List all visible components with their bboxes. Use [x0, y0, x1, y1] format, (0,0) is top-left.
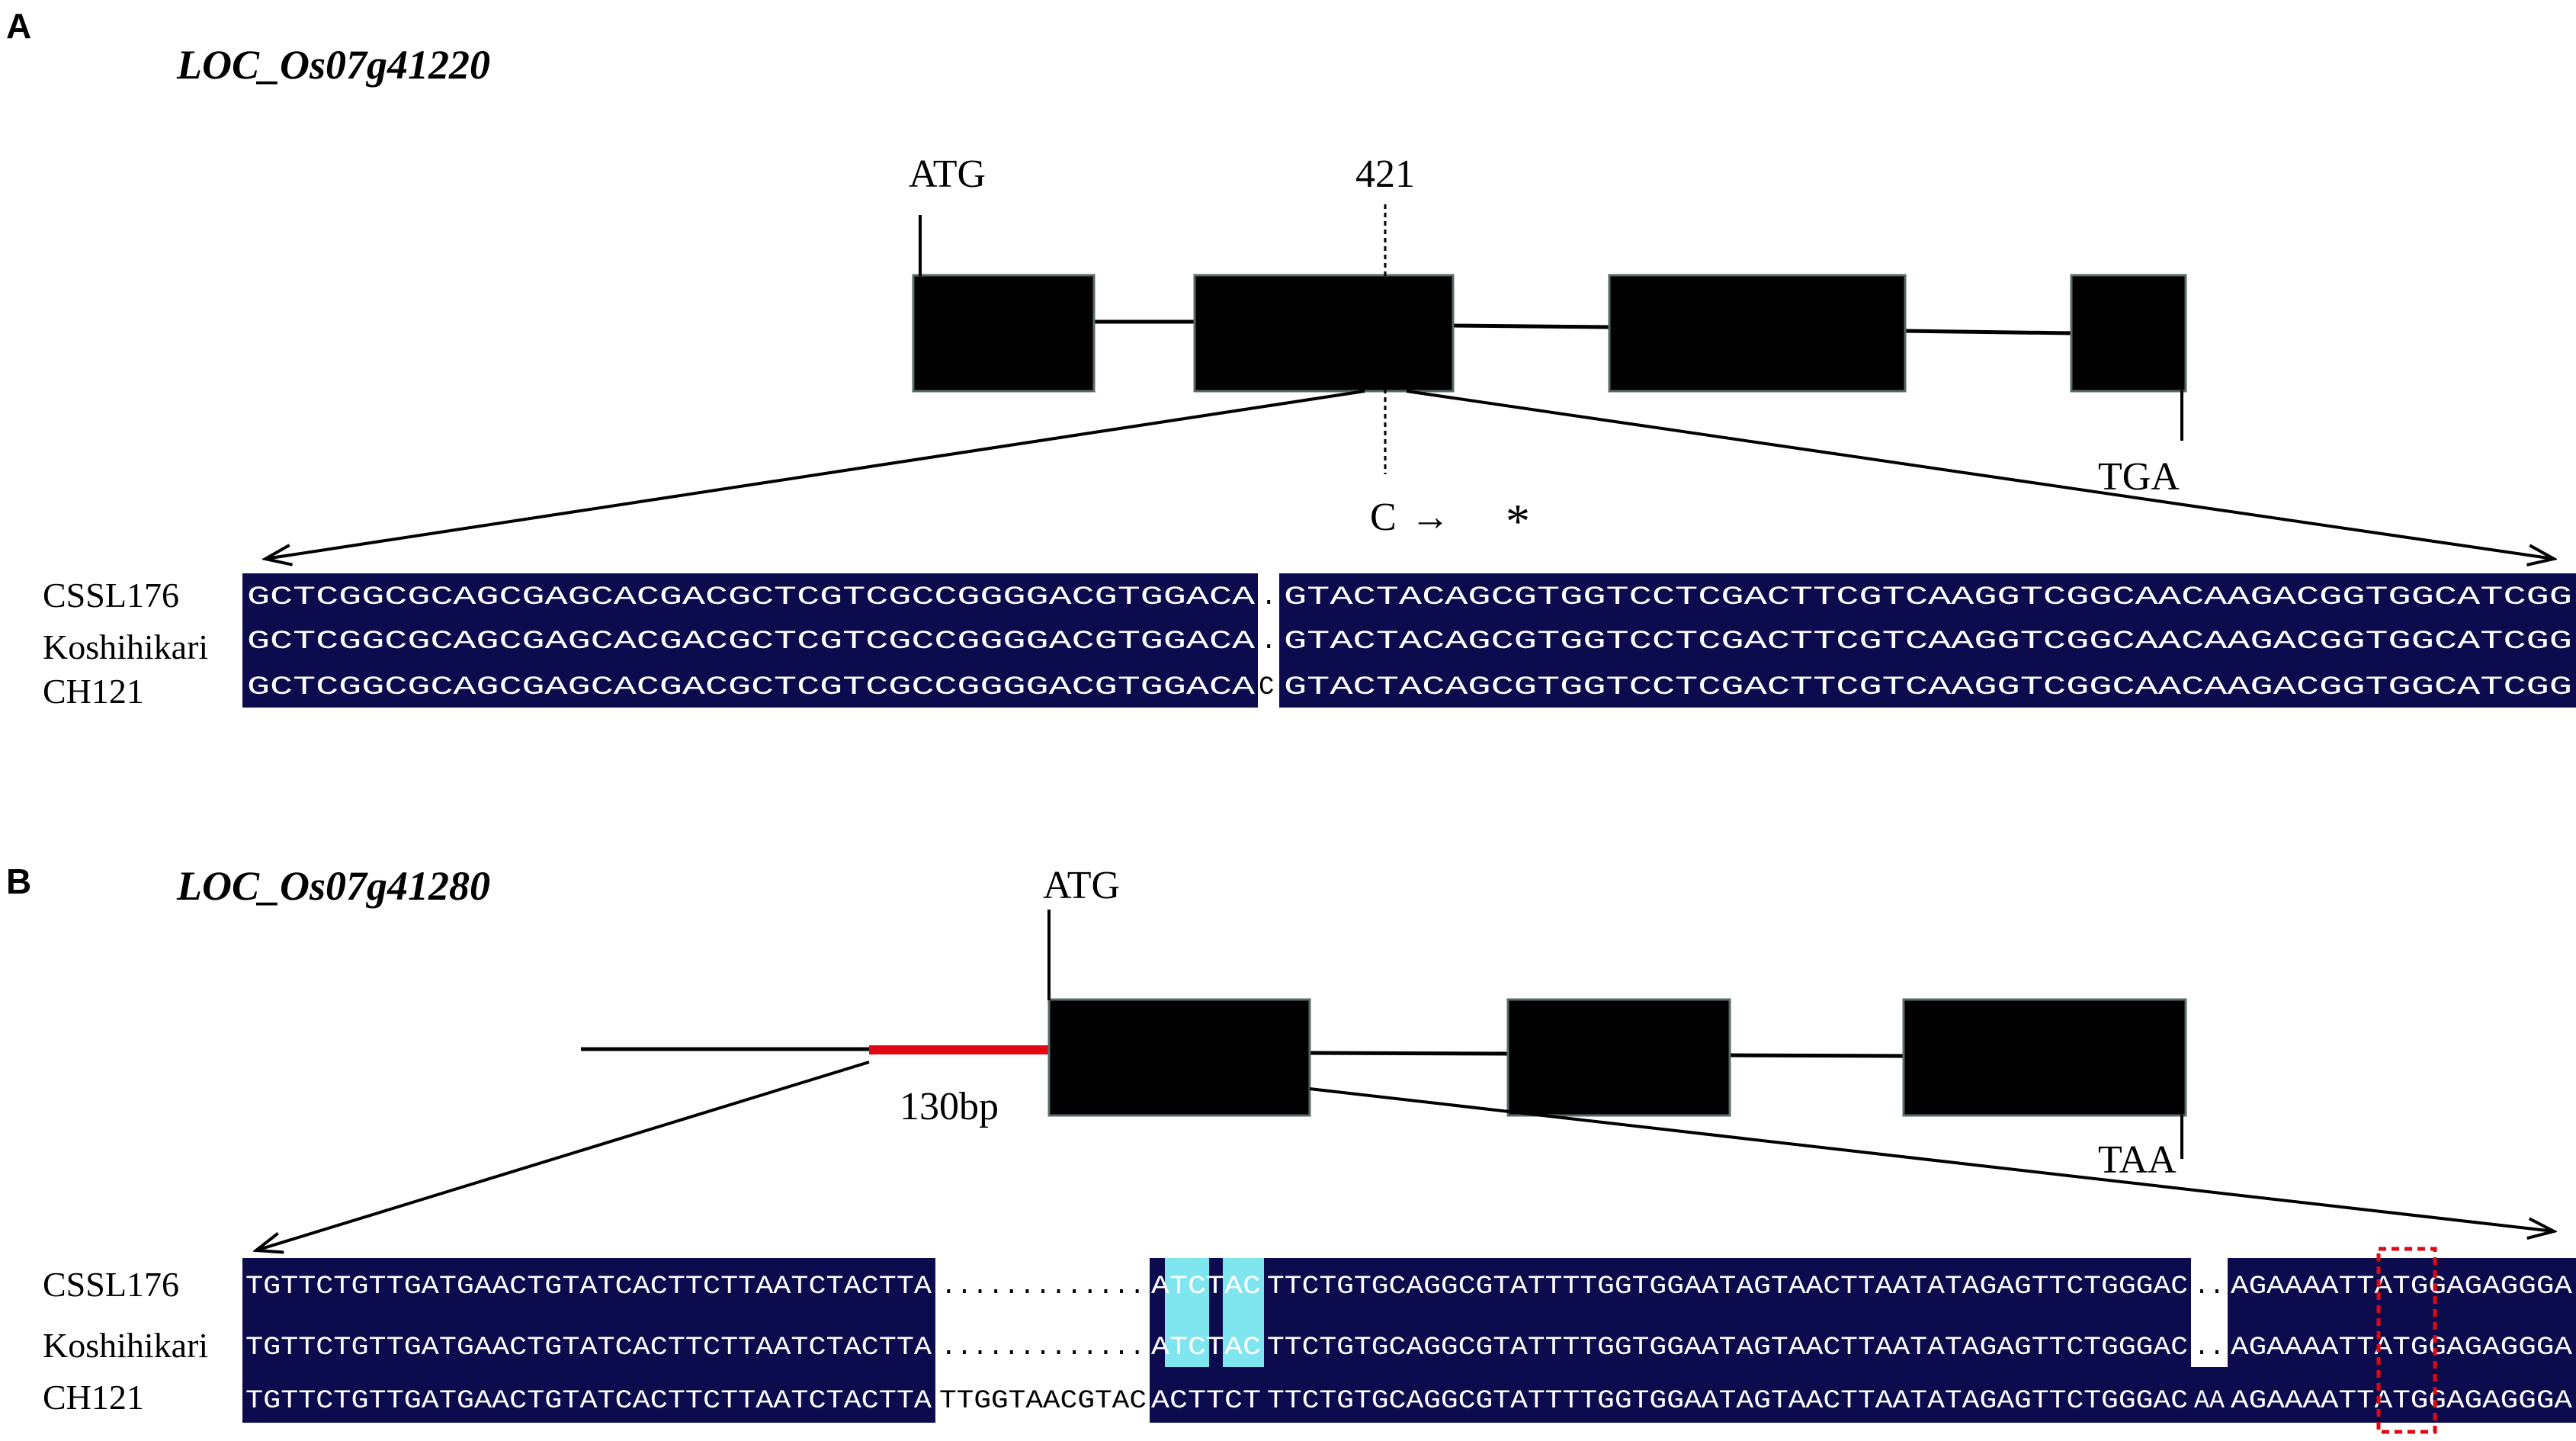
panel-b-gene-title: LOC_Os07g41280: [176, 863, 490, 909]
alignment-block: [2228, 1258, 2576, 1423]
exon-4: [2070, 274, 2187, 393]
panel-b-gene-structure: 130bp ATG TAA: [256, 864, 2554, 1250]
sequence-row: TTCTGTGCAGGCGTATTTTGGTGGAATAGTAACTTAATAT…: [1267, 1333, 2188, 1362]
intron-line: [1309, 1051, 1509, 1056]
sequence-row: GTACTACAGCGTGGTCCTCGACTTCGTCAAGGTCGGCAAC…: [1284, 583, 2572, 612]
sequence-row: TTCTGTGCAGGCGTATTTTGGTGGAATAGTAACTTAATAT…: [1267, 1387, 2188, 1416]
highlight-block: [1223, 1258, 1264, 1367]
intron-line: [1729, 1053, 1904, 1058]
highlight-block: [1165, 1258, 1209, 1367]
stop-asterisk: *: [1506, 494, 1530, 548]
snp-char: C: [1259, 673, 1274, 702]
start-codon-label: ATG: [1043, 864, 1120, 907]
sample-label: Koshihikari: [43, 1326, 208, 1365]
sample-label: CSSL176: [43, 576, 179, 615]
mutation-arrow: →: [1410, 496, 1450, 539]
sample-label: CSSL176: [43, 1265, 179, 1304]
insertion-row: AA: [2194, 1387, 2225, 1416]
gap-row: ..: [2194, 1273, 2225, 1301]
sequence-row: AGAAAATTATGGAGAGGGA: [2231, 1333, 2573, 1362]
alignment-block: [2191, 1367, 2228, 1423]
sample-label: Koshihikari: [43, 627, 208, 666]
gap-char: .: [1261, 627, 1276, 656]
alignment-block: [1264, 1258, 2191, 1423]
gap-row: .............: [941, 1333, 1145, 1362]
panel-a-gene-title: LOC_Os07g41220: [176, 42, 490, 88]
gap-char: .: [1261, 583, 1276, 612]
mutation-base: C: [1370, 496, 1397, 539]
stop-codon-label: TGA: [2098, 455, 2180, 499]
alignment-block: [1150, 1258, 1165, 1423]
alignment-block: [242, 1258, 935, 1423]
alignment-block: [1165, 1367, 1209, 1423]
zoom-arrow-right: [1406, 390, 2554, 559]
sequence-row: TGTTCTGTTGATGAACTGTATCACTTCTTAATCTACTTA: [245, 1387, 932, 1416]
exon-3: [1608, 274, 1907, 393]
exon-1: [912, 274, 1096, 393]
panel-b-alignment: CSSL176 Koshihikari CH121 TGTTCTGTTGATGA…: [43, 1247, 2576, 1434]
panel-b-letter: B: [6, 862, 31, 901]
zoom-arrow-left: [256, 1061, 870, 1250]
sequence-row: GCTCGGCGCAGCGAGCACGACGCTCGTCGCCGGGGACGTG…: [247, 673, 1256, 702]
sequence-row: GCTCGGCGCAGCGAGCACGACGCTCGTCGCCGGGGACGTG…: [247, 583, 1256, 612]
sequence-row: ATCTAC: [1151, 1273, 1261, 1301]
sequence-row: TGTTCTGTTGATGAACTGTATCACTTCTTAATCTACTTA: [245, 1333, 932, 1362]
sample-label: CH121: [43, 672, 144, 711]
alignment-block: [1223, 1367, 1264, 1423]
panel-a-alignment: CSSL176 Koshihikari CH121 GCTCGGCGCAGCGA…: [43, 573, 2576, 711]
sequence-row: ACTTCT: [1151, 1387, 1261, 1416]
insertion-row: TTGGTAACGTAC: [939, 1387, 1147, 1416]
exon-2: [1193, 274, 1455, 393]
alignment-block: [1209, 1258, 1223, 1423]
sequence-row: ATCTAC: [1151, 1333, 1261, 1362]
panel-a: A LOC_Os07g41220 ATG TGA 421 C → *: [6, 6, 2576, 711]
atg-highlight-box: [2376, 1247, 2437, 1434]
panel-b: B LOC_Os07g41280 130bp ATG TAA: [6, 862, 2576, 1434]
zoom-arrow-left: [265, 390, 1365, 559]
sequence-row: GTACTACAGCGTGGTCCTCGACTTCGTCAAGGTCGGCAAC…: [1284, 673, 2572, 702]
intron-line: [1452, 323, 1610, 329]
gap-row: ..: [2194, 1333, 2225, 1362]
exon-2: [1506, 998, 1731, 1117]
panel-a-letter: A: [6, 6, 31, 46]
intron-line: [1904, 329, 2072, 335]
sequence-row: AGAAAATTATGGAGAGGGA: [2231, 1273, 2573, 1301]
panel-a-gene-structure: ATG TGA 421 C → *: [265, 152, 2554, 559]
exon-1: [1047, 998, 1311, 1117]
sequence-row: TGTTCTGTTGATGAACTGTATCACTTCTTAATCTACTTA: [245, 1273, 932, 1301]
gap-row: .............: [941, 1273, 1145, 1301]
sample-label: CH121: [43, 1378, 144, 1417]
alignment-block-left: [242, 573, 1258, 708]
sequence-row: GCTCGGCGCAGCGAGCACGACGCTCGTCGCCGGGGACGTG…: [247, 627, 1256, 656]
stop-codon-label: TAA: [2098, 1138, 2177, 1182]
start-codon-label: ATG: [909, 152, 986, 196]
exon-3: [1902, 998, 2187, 1117]
promoter-label: 130bp: [900, 1085, 999, 1128]
sequence-row: AGAAAATTATGGAGAGGGA: [2231, 1387, 2573, 1416]
zoom-arrow-right: [1309, 1087, 2554, 1231]
position-label: 421: [1355, 152, 1415, 196]
alignment-block-right: [1279, 573, 2576, 708]
sequence-row: TTCTGTGCAGGCGTATTTTGGTGGAATAGTAACTTAATAT…: [1267, 1273, 2188, 1301]
sequence-row: GTACTACAGCGTGGTCCTCGACTTCGTCAAGGTCGGCAAC…: [1284, 627, 2572, 656]
